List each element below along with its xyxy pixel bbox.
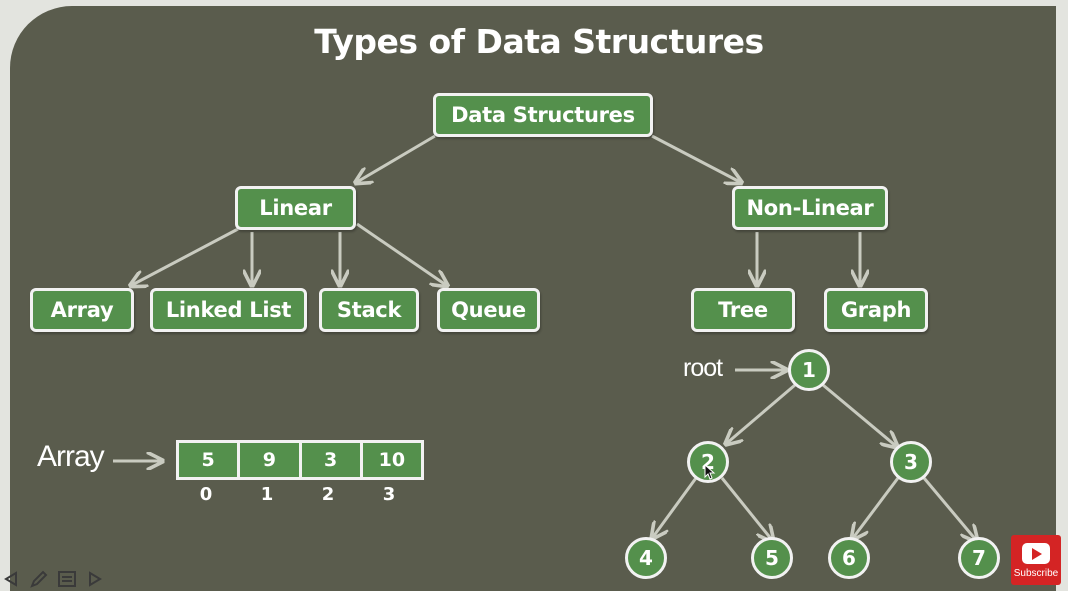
array-index: 3 (382, 484, 396, 505)
tree-node-6: 6 (828, 537, 870, 579)
graph-box: Graph (824, 288, 928, 332)
edge-3-6 (853, 477, 900, 538)
tree-node-4: 4 (625, 537, 667, 579)
next-slide-icon[interactable] (84, 568, 106, 590)
arrow-linear-to-array (132, 227, 239, 285)
array-example: 5 9 3 10 (176, 440, 424, 480)
array-cell: 5 (179, 443, 241, 477)
edge-3-7 (922, 477, 976, 540)
array-index: 1 (260, 484, 274, 505)
pen-icon[interactable] (28, 568, 50, 590)
tree-node-3: 3 (890, 441, 932, 483)
nonlinear-box: Non-Linear (732, 186, 888, 230)
array-example-label: Array (37, 440, 105, 473)
previous-slide-icon[interactable] (0, 568, 22, 590)
slide-title: Types of Data Structures (314, 22, 764, 61)
subscribe-label: Subscribe (1013, 568, 1059, 579)
tree-node-5: 5 (751, 537, 793, 579)
array-box: Array (30, 288, 134, 332)
arrow-linear-to-queue (356, 222, 446, 285)
edge-1-2 (727, 383, 796, 443)
root-box: Data Structures (433, 93, 653, 137)
arrow-root-to-nonlinear (651, 134, 740, 182)
tree-node-7: 7 (958, 537, 1000, 579)
arrow-root-to-linear (357, 134, 436, 182)
array-index: 0 (199, 484, 213, 505)
array-index: 2 (321, 484, 335, 505)
tree-box: Tree (691, 288, 795, 332)
array-cell: 10 (362, 443, 421, 477)
tree-node-1: 1 (788, 349, 830, 391)
youtube-subscribe-button[interactable]: Subscribe (1011, 535, 1061, 585)
edge-1-3 (822, 383, 896, 446)
linear-box: Linear (235, 186, 356, 230)
queue-box: Queue (437, 288, 540, 332)
edge-2-4 (653, 477, 698, 537)
youtube-play-icon (1022, 543, 1050, 564)
linked-list-box: Linked List (150, 288, 307, 332)
slide-menu-icon[interactable] (56, 568, 78, 590)
mouse-cursor-icon (704, 464, 716, 480)
root-pointer-label: root (683, 354, 723, 382)
edge-2-5 (720, 477, 772, 540)
array-cell: 9 (240, 443, 302, 477)
presentation-controls (0, 568, 106, 590)
array-cell: 3 (301, 443, 363, 477)
stack-box: Stack (319, 288, 419, 332)
